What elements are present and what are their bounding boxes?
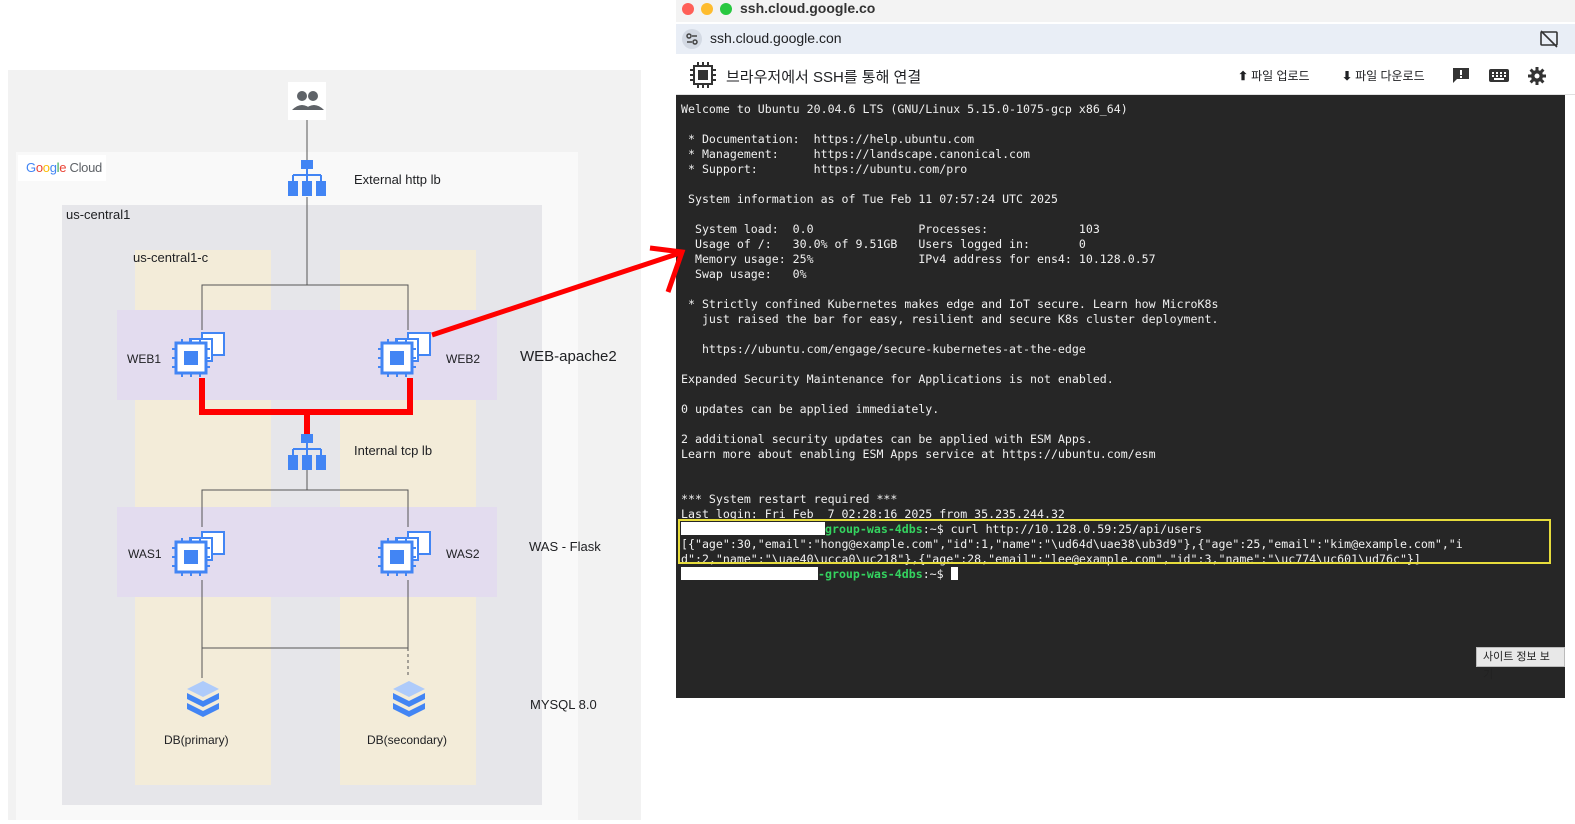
term-last-login: Last login: Fri Feb 7 02:28:16 2025 from… <box>681 507 1065 521</box>
term-k8s-url: https://ubuntu.com/engage/secure-kuberne… <box>681 342 1086 356</box>
minimize-window-button[interactable] <box>701 3 713 15</box>
upload-file-label: 파일 업로드 <box>1251 69 1310 83</box>
term-k8s-line1: * Strictly confined Kubernetes makes edg… <box>681 297 1219 311</box>
term-mgmt-line: * Management: https://landscape.canonica… <box>681 147 1031 161</box>
term-sysinfo-line: System information as of Tue Feb 11 07:5… <box>681 192 1058 206</box>
was1-compute-icon <box>172 526 230 578</box>
terminal-output: Welcome to Ubuntu 20.04.6 LTS (GNU/Linux… <box>681 102 1463 582</box>
term-esm-line: Expanded Security Maintenance for Applic… <box>681 372 1114 386</box>
term-welcome: Welcome to Ubuntu 20.04.6 LTS (GNU/Linux… <box>681 102 1128 116</box>
db-primary-label: DB(primary) <box>164 733 229 747</box>
was1-label: WAS1 <box>128 547 162 561</box>
web2-compute-icon <box>378 327 436 379</box>
url-text[interactable]: ssh.cloud.google.con <box>710 30 842 46</box>
term-doc-line: * Documentation: https://help.ubuntu.com <box>681 132 975 146</box>
term-swap-line: Swap usage: 0% <box>681 267 807 281</box>
gear-icon[interactable] <box>1527 66 1547 85</box>
prompt-host: group-was-4dbs <box>825 522 923 536</box>
connector-was-pair <box>201 489 409 527</box>
connector-was-db <box>201 580 409 649</box>
term-security-line2: Learn more about enabling ESM Apps servi… <box>681 447 1156 461</box>
window-title-bar: ssh.cloud.google.co <box>676 0 1575 22</box>
window-title: ssh.cloud.google.co <box>740 0 876 16</box>
ssh-title: 브라우저에서 SSH를 통해 연결 <box>726 69 922 86</box>
close-window-button[interactable] <box>682 3 694 15</box>
internal-lb-icon <box>287 432 327 472</box>
browser-window: ssh.cloud.google.co ssh.cloud.google.con… <box>676 0 1575 698</box>
db-primary-icon <box>183 679 223 721</box>
region-label: us-central1 <box>66 207 131 222</box>
highlight-box <box>678 519 1551 564</box>
db-tier-label: MYSQL 8.0 <box>530 697 597 712</box>
external-lb-icon <box>287 158 327 198</box>
prompt-end: :~$ <box>922 522 944 536</box>
site-info-button[interactable]: 사이트 정보 보기 <box>1476 647 1565 681</box>
keyboard-icon[interactable] <box>1488 66 1510 84</box>
download-arrow-icon: ⬇ <box>1342 69 1353 83</box>
maximize-window-button[interactable] <box>720 3 732 15</box>
google-cloud-logo-text: Google Cloud <box>26 160 102 175</box>
term-support-line: * Support: https://ubuntu.com/pro <box>681 162 968 176</box>
ssh-terminal[interactable]: Welcome to Ubuntu 20.04.6 LTS (GNU/Linux… <box>676 95 1565 698</box>
was-tier-label: WAS - Flask <box>529 539 601 554</box>
term-k8s-line2: just raised the bar for easy, resilient … <box>681 312 1219 326</box>
curl-command: curl http://10.128.0.59:25/api/users <box>943 522 1202 536</box>
prompt2-host: -group-was-4dbs <box>818 567 923 581</box>
feedback-icon[interactable] <box>1451 66 1471 84</box>
download-file-label: 파일 다운로드 <box>1355 69 1425 83</box>
db-secondary-label: DB(secondary) <box>367 733 448 747</box>
prompt2-end: :~$ <box>922 567 944 581</box>
site-settings-icon[interactable] <box>682 29 702 49</box>
ssh-toolbar: 브라우저에서 SSH를 통해 연결 ⬆파일 업로드 ⬇파일 다운로드 <box>676 56 1575 95</box>
term-updates-line: 0 updates can be applied immediately. <box>681 402 940 416</box>
users-icon <box>288 82 326 120</box>
term-load-line: System load: 0.0 Processes: 103 <box>681 222 1100 236</box>
web1-compute-icon <box>172 327 230 379</box>
google-cloud-logo: Google Cloud <box>18 155 106 181</box>
address-bar[interactable]: ssh.cloud.google.con <box>676 24 1575 54</box>
web-tier-label: WEB-apache2 <box>520 348 617 365</box>
web2-label: WEB2 <box>446 352 481 366</box>
internal-lb-label: Internal tcp lb <box>354 443 433 458</box>
download-file-button[interactable]: ⬇파일 다운로드 <box>1342 67 1425 84</box>
term-usage-line: Usage of /: 30.0% of 9.51GB Users logged… <box>681 237 1086 251</box>
redacted-username-2 <box>681 567 818 580</box>
compute-engine-icon <box>690 62 716 88</box>
term-memory-line: Memory usage: 25% IPv4 address for ens4:… <box>681 252 1156 266</box>
term-restart-line: *** System restart required *** <box>681 492 898 506</box>
red-connector-web-to-ilb <box>199 378 413 415</box>
diagram-connectors <box>199 120 413 678</box>
term-security-line1: 2 additional security updates can be app… <box>681 432 1093 446</box>
connector-web-pair <box>201 284 409 330</box>
was2-compute-icon <box>378 526 436 578</box>
external-lb-label: External http lb <box>354 172 441 187</box>
db-secondary-icon <box>389 679 429 721</box>
web1-label: WEB1 <box>127 352 162 366</box>
upload-arrow-icon: ⬆ <box>1238 69 1249 83</box>
redacted-username <box>681 522 825 535</box>
cast-off-icon[interactable] <box>1539 30 1559 48</box>
zone-label: us-central1-c <box>133 250 209 265</box>
was2-label: WAS2 <box>446 547 480 561</box>
curl-output-line1: [{"age":30,"email":"hong@example.com","i… <box>681 537 1463 551</box>
terminal-cursor <box>950 567 958 580</box>
upload-file-button[interactable]: ⬆파일 업로드 <box>1238 67 1310 84</box>
